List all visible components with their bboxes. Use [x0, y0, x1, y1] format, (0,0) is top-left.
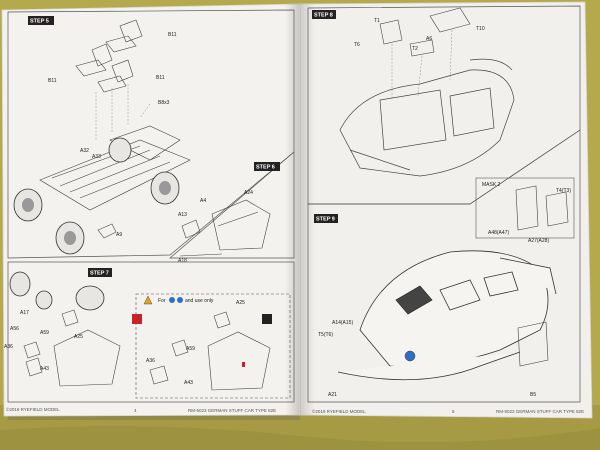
part-label-a18: A18 [178, 258, 187, 264]
step6-label: STEP 6 [256, 165, 275, 171]
part-label-a6: A6 [426, 36, 432, 42]
part-label-t4-t3: T4(T3) [556, 188, 571, 194]
step5-badge [28, 16, 54, 25]
step8-label: STEP 8 [314, 13, 333, 19]
warning-icon [143, 295, 153, 305]
right-footer-title: RM-5023 GERMAN STUFF CAR TYPE 82E [496, 409, 584, 414]
step9-panel: STEP 9 MASK 2 T4(T3) A48(A47) A27(A28) A… [307, 129, 581, 403]
step7-panel: STEP 7 A17 A25 A56 A59 A36 A43 For and u… [4, 261, 295, 403]
step6-badge [254, 162, 280, 171]
part-label-a9: A9 [116, 232, 122, 238]
variant-a-icon [169, 297, 175, 303]
part-label-a43: A43 [40, 366, 49, 372]
right-page-number: 5 [452, 409, 455, 414]
step9-badge [314, 214, 338, 223]
part-label-t5-t6: T5(T6) [318, 332, 333, 338]
part-label-a27-a28: A27(A28) [528, 238, 549, 244]
headlight-highlight [404, 350, 416, 362]
part-label-a4: A4 [200, 198, 206, 204]
part-label-a14-a15: A14(A15) [332, 320, 353, 326]
body-panel-drawing [179, 199, 271, 257]
part-label-b5: B5 [530, 392, 536, 398]
left-page-number: 4 [134, 408, 137, 413]
part-label-b11: B11 [168, 32, 177, 38]
step8-badge [312, 10, 336, 19]
mask-label: MASK 2 [482, 182, 501, 188]
part-label-a56: A56 [10, 326, 19, 332]
part-label-a24: A24 [244, 190, 253, 196]
part-label-t2: T2 [412, 46, 418, 52]
part-label-a25: A25 [74, 334, 83, 340]
part-label-a36: A36 [146, 358, 155, 364]
rear-compartment-drawing [23, 309, 121, 387]
remove-badge-icon [132, 314, 142, 324]
left-page [1, 3, 301, 417]
part-label-a59: A59 [40, 330, 49, 336]
step5-panel: STEP 5 B11 B11 B11 B8x3 A32 A33 A9 [7, 9, 295, 259]
spare-wheel-drawing [9, 271, 105, 311]
seat-drawing [75, 19, 143, 93]
part-label-a21: A21 [328, 392, 337, 398]
step7-badge [88, 268, 112, 277]
windows-drawing [379, 7, 471, 57]
part-label-t6: T6 [354, 42, 360, 48]
left-footer-title: RM-5023 GERMAN STUFF CAR TYPE 82E [188, 408, 276, 413]
door-drawing [517, 321, 549, 367]
part-label-a36: A36 [4, 344, 13, 350]
note-prefix: For [158, 298, 166, 304]
variant-box [135, 293, 291, 399]
variant-note: and use only [185, 298, 214, 304]
part-label-a43: A43 [184, 380, 193, 386]
door-detail-box [475, 177, 575, 239]
cut-badge-icon [262, 314, 272, 324]
part-label-a13: A13 [178, 212, 187, 218]
part-label-b11: B11 [48, 78, 57, 84]
step5-label: STEP 5 [30, 19, 49, 25]
step9-label: STEP 9 [316, 217, 335, 223]
car-body-shell-drawing [339, 58, 515, 177]
variant-compartment-drawing [149, 311, 271, 391]
part-label-a48-a47: A48(A47) [488, 230, 509, 236]
chassis-drawing [39, 125, 191, 239]
left-footer-brand: ©2019 RYEFIELD MODEL [6, 406, 60, 412]
part-label-b8x3: B8x3 [158, 100, 170, 106]
car-drawing [337, 250, 557, 381]
variant-b-icon [177, 297, 183, 303]
step7-label: STEP 7 [90, 271, 109, 277]
part-label-a17: A17 [20, 310, 29, 316]
part-label-a25: A25 [236, 300, 245, 306]
part-label-t10: T10 [476, 26, 485, 32]
door-window-drawing [515, 185, 569, 231]
part-label-t1: T1 [374, 18, 380, 24]
wheel-drawing [13, 137, 180, 255]
part-label-a32: A32 [80, 148, 89, 154]
step6-panel: STEP 6 A24 A4 A13 A18 [169, 151, 295, 264]
part-label-a59: A59 [186, 346, 195, 352]
part-label-a33: A33 [92, 154, 101, 160]
part-label-b11: B11 [156, 75, 165, 81]
right-footer-brand: ©2019 RYEFIELD MODEL [312, 408, 366, 414]
